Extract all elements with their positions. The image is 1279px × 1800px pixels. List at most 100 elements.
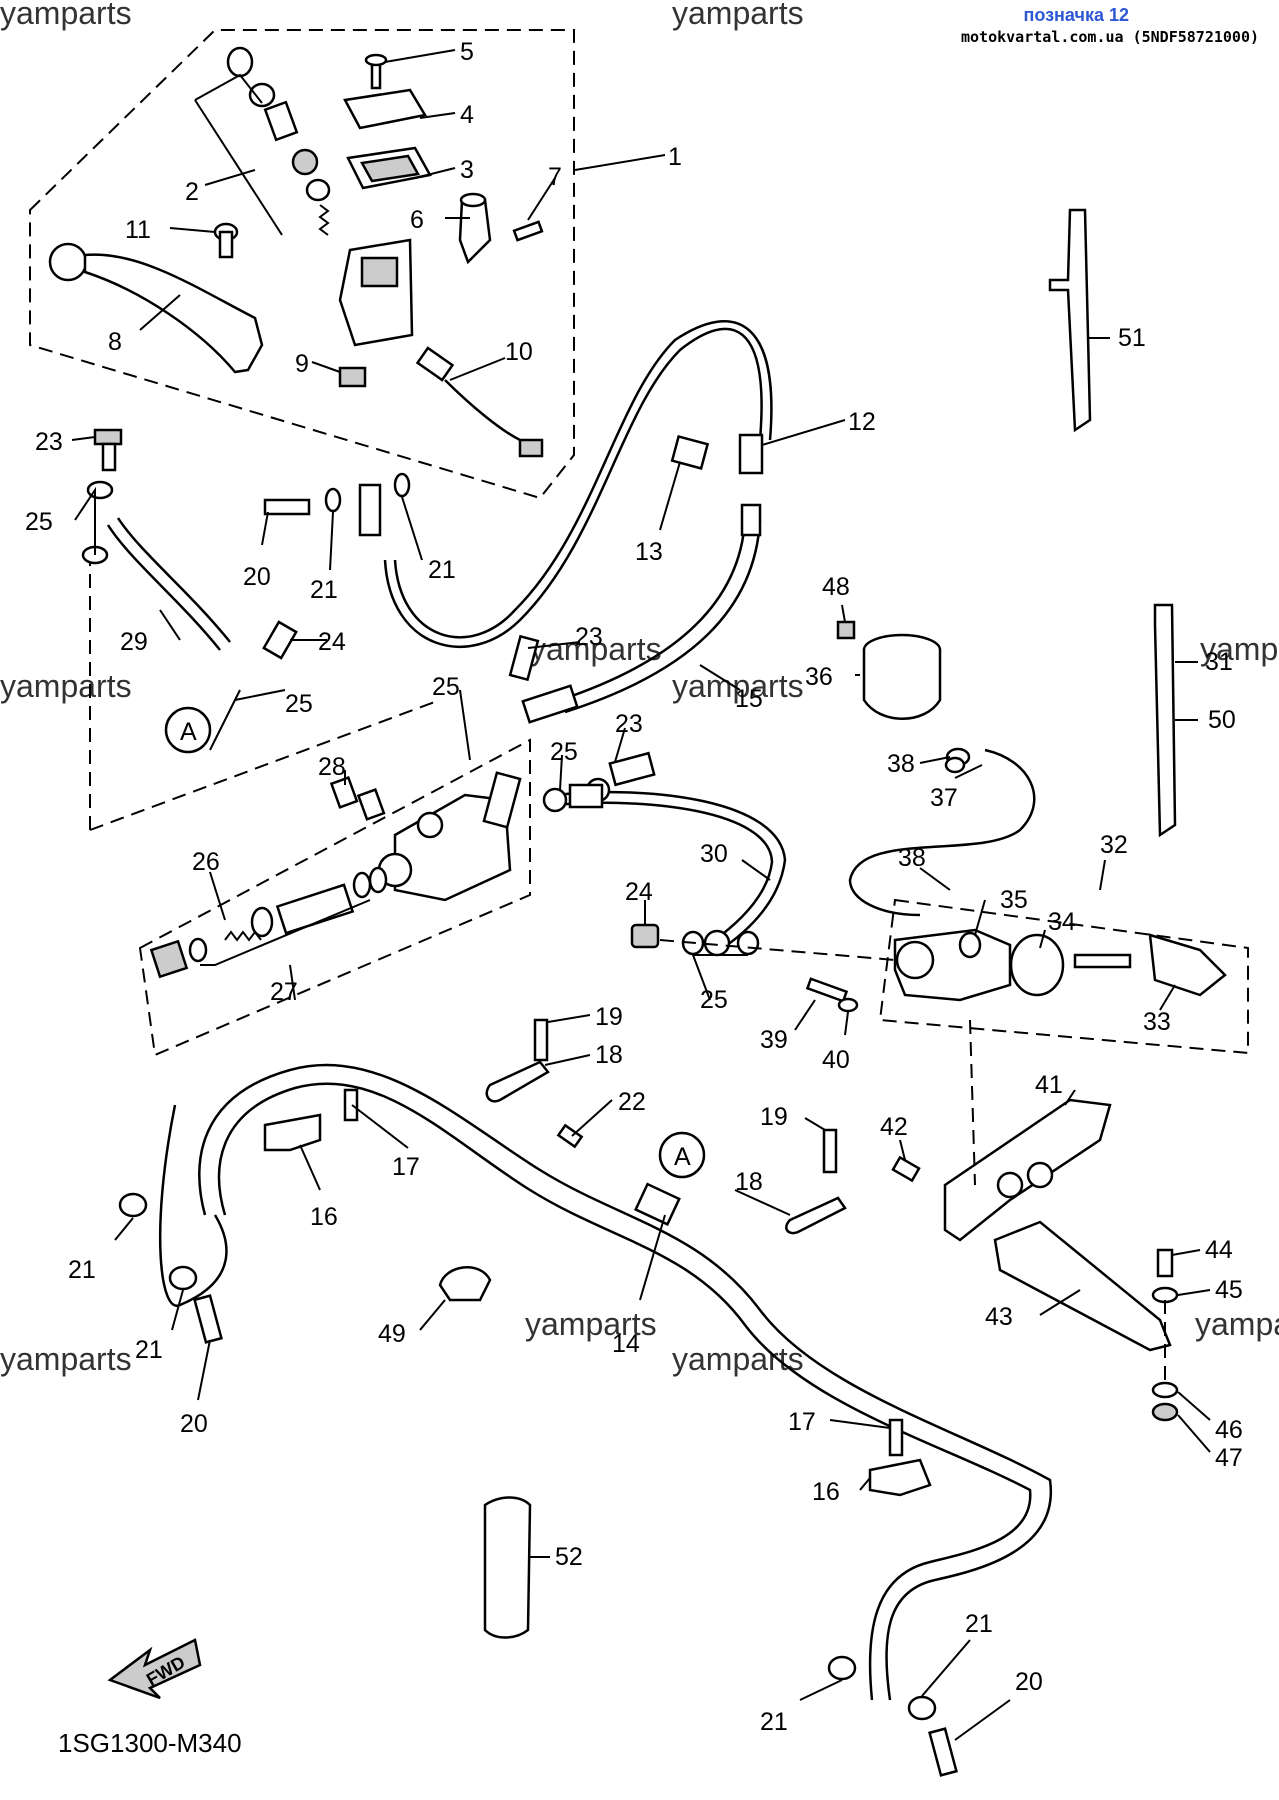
washer-21 [118, 1192, 148, 1218]
clamp-16a [263, 1113, 322, 1152]
kit-seal-2 [305, 178, 331, 202]
clip-18b [785, 1196, 847, 1235]
washer-25 [542, 787, 568, 813]
bracket-hole [1026, 1161, 1054, 1189]
bleeder-24b [630, 923, 660, 949]
header-tag: позначка 12 [1023, 5, 1129, 25]
arm-43 [993, 1220, 1172, 1352]
kit-bracket [194, 99, 283, 236]
callout-label: 34 [1048, 908, 1076, 936]
bolt-7 [512, 220, 544, 242]
leader-26 [209, 871, 226, 921]
callout-label: 9 [295, 350, 309, 378]
lever-ball-end [48, 242, 88, 282]
callout-label: 21 [68, 1256, 96, 1284]
leader-49 [419, 1299, 446, 1331]
callout-label: 16 [310, 1203, 338, 1231]
rear-mc-inlet [482, 771, 522, 829]
ref-marker-a: A [674, 1143, 691, 1171]
master-cylinder-group-outline [29, 29, 575, 500]
bolt-19b [822, 1128, 838, 1174]
leader-20b [197, 1339, 211, 1401]
hose-joint [740, 503, 762, 537]
leader-47 [1177, 1414, 1211, 1453]
leader-17b [829, 1419, 891, 1429]
bolt-28 [329, 776, 359, 809]
kit-cup [226, 46, 254, 78]
hose-clamp-49 [438, 1266, 492, 1302]
assembly-line [969, 1019, 976, 1186]
callout-label: 23 [575, 623, 603, 651]
banjo-bolt-23c [608, 751, 656, 787]
hose-37 [848, 748, 1036, 917]
diaphragm-detail [360, 154, 420, 183]
leader-12 [761, 419, 846, 446]
leader-17a [351, 1104, 409, 1149]
clevis-33 [1148, 933, 1227, 997]
callout-label: 25 [550, 738, 578, 766]
callout-label: 6 [410, 206, 424, 234]
leader-27 [289, 964, 296, 1001]
leader-25d [559, 754, 563, 791]
leader-45 [1177, 1289, 1211, 1296]
callout-label: 19 [760, 1103, 788, 1131]
callout-label: 4 [460, 101, 474, 129]
ref-circle-a [658, 1131, 706, 1179]
callout-label: 21 [135, 1336, 163, 1364]
seal-27 [188, 937, 208, 963]
callout-label: 13 [635, 538, 663, 566]
callout-label: 52 [555, 1543, 583, 1571]
slave-cylinder-group [630, 756, 1227, 1013]
diagram-code: 1SG1300-M340 [58, 1728, 242, 1758]
upper-hose-line [383, 327, 763, 648]
kit-seal [248, 82, 276, 108]
kit-piston [263, 100, 299, 142]
callout-label: 20 [180, 1410, 208, 1438]
kit-bracket-27 [200, 899, 371, 966]
callout-label: 21 [965, 1610, 993, 1638]
leader-32 [1099, 859, 1106, 891]
watermark: yamparts [672, 668, 804, 704]
callout-label: 50 [1208, 706, 1236, 734]
callout-label: 45 [1215, 1276, 1243, 1304]
leader-23c [614, 727, 626, 763]
clamp-holder-6 [458, 198, 492, 265]
bolt-44 [1156, 1248, 1174, 1278]
protector-52 [483, 1496, 532, 1639]
leader-1 [574, 154, 666, 171]
callout-label: 10 [505, 338, 533, 366]
nut-47 [1151, 1402, 1179, 1422]
watermark: yamparts [1200, 631, 1279, 667]
leader-9 [311, 361, 341, 373]
leader-21c [114, 1217, 134, 1241]
banjo-end [358, 483, 382, 537]
watermark: yamparts [0, 668, 132, 704]
callout-label: 24 [625, 878, 653, 906]
banjo-bolt-23-shaft [101, 442, 117, 472]
watermarks: yamparts yamparts yamparts yamparts yamp… [0, 0, 1279, 1377]
bleeder-35 [958, 931, 982, 959]
cable-tie-50 [1153, 603, 1177, 838]
callout-label: 42 [880, 1113, 908, 1141]
bolt-22 [556, 1123, 584, 1149]
banjo-bolt-23 [93, 428, 123, 446]
bolt-20 [193, 1294, 223, 1344]
nut-9 [338, 366, 367, 388]
bolt-28 [356, 788, 386, 821]
leader-23b [527, 641, 581, 649]
leader-23a [71, 436, 96, 441]
leader-8 [139, 294, 181, 331]
washer-40 [837, 997, 859, 1013]
leader-25c [459, 689, 471, 761]
hose-15 [559, 519, 747, 702]
callout-label: 23 [35, 428, 63, 456]
callout-label: 26 [192, 848, 220, 876]
watermark: yamparts [1195, 1306, 1279, 1342]
leader-22 [571, 1099, 613, 1137]
hose-29 [116, 517, 231, 643]
banjo-fitting [568, 783, 604, 809]
callout-label: 25 [700, 986, 728, 1014]
bolt-39 [805, 977, 849, 1003]
callout-label: 12 [848, 408, 876, 436]
